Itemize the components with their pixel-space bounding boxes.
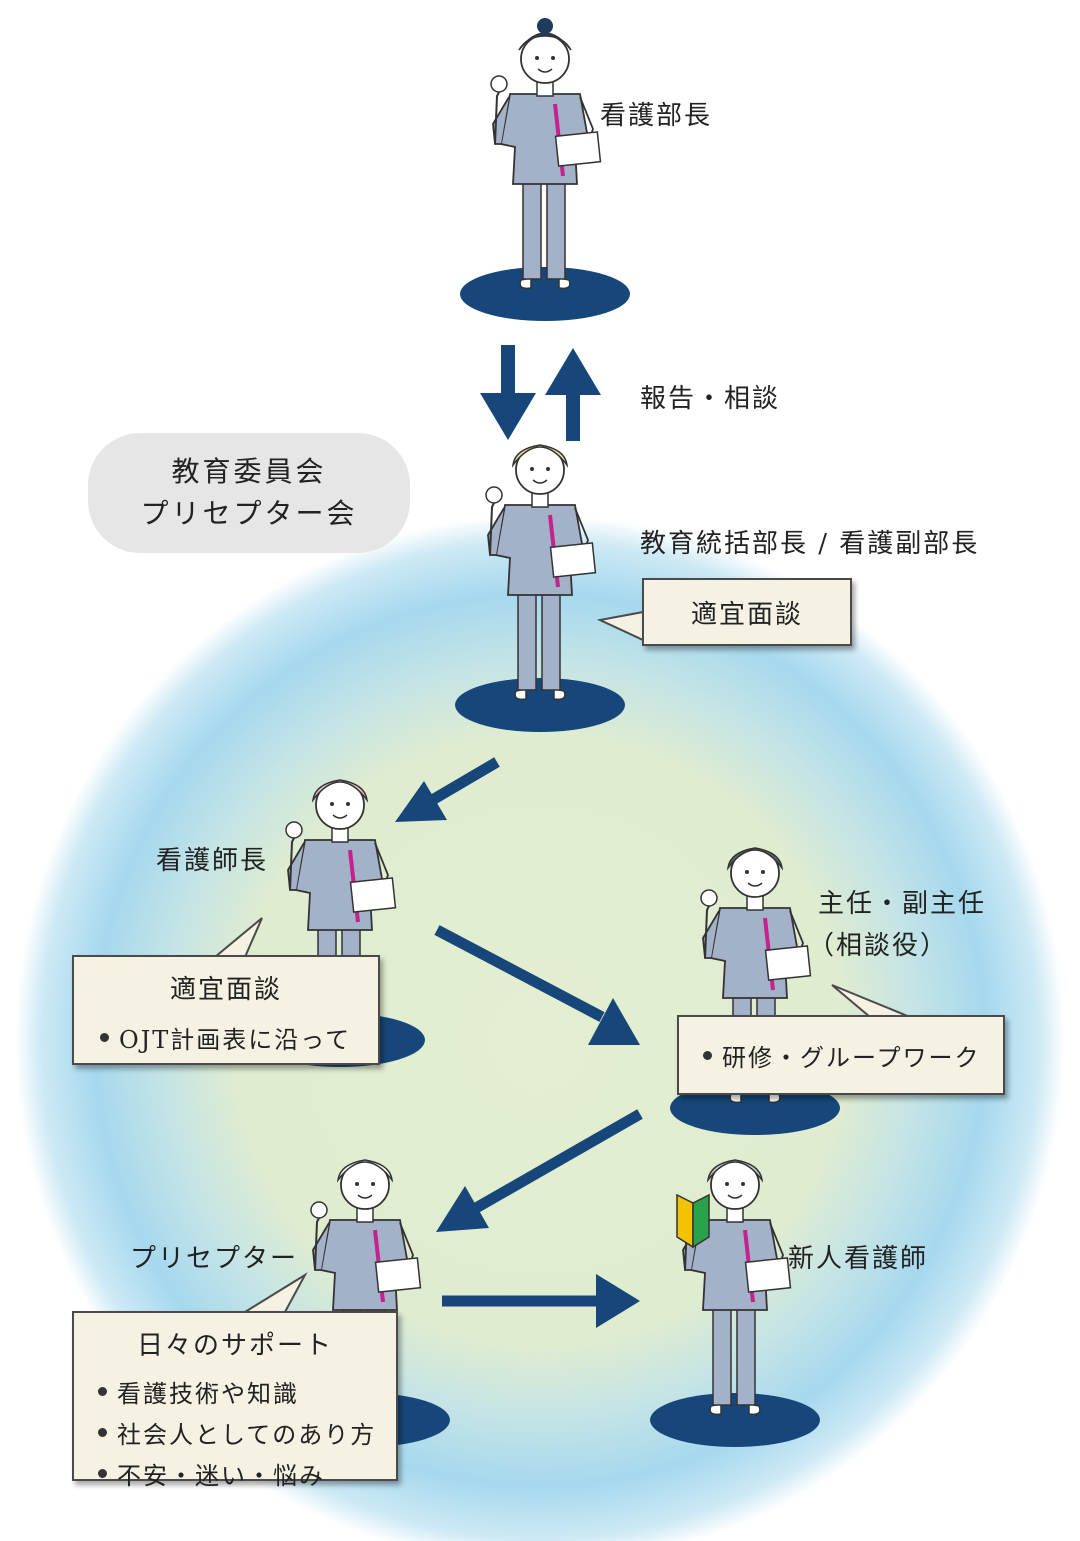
figure-head-nurse (253, 779, 427, 1069)
committee-badge: 教育委員会 プリセプター会 (88, 433, 410, 553)
committee-line1: 教育委員会 (171, 455, 327, 488)
arrow-to-new-nurse (442, 1274, 640, 1328)
role-label-chief-note: （相談役） (808, 931, 949, 961)
role-label-director: 看護部長 (600, 101, 713, 131)
beginner-mark-icon (676, 1193, 710, 1249)
figure-education-head (453, 444, 627, 734)
role-label-chief: 主任・副主任 (818, 889, 987, 919)
role-label-preceptor: プリセプター (130, 1244, 299, 1274)
arrow-to-head-nurse (395, 757, 500, 822)
callout-head-nurse-item: OJT計画表に沿って (100, 1020, 378, 1055)
role-label-education-head: 教育統括部長 / 看護副部長 (640, 529, 980, 559)
down-arrow (480, 345, 536, 440)
figure-director (458, 18, 632, 323)
callout-head-nurse-title: 適宜面談 (169, 975, 282, 1005)
figure-new-nurse (648, 1159, 822, 1449)
callout-chief-item: 研修・グループワーク (703, 1038, 981, 1073)
callout-head-nurse: 適宜面談 OJT計画表に沿って (72, 955, 380, 1065)
callout-preceptor-item: 看護技術や知識 (98, 1374, 396, 1409)
arrow-to-preceptor (436, 1109, 643, 1232)
up-arrow (545, 348, 601, 441)
report-consult-label: 報告・相談 (640, 384, 781, 414)
role-label-new-nurse: 新人看護師 (788, 1244, 929, 1274)
callout-preceptor-item: 社会人としてのあり方 (98, 1415, 396, 1450)
callout-chief: 研修・グループワーク (677, 1015, 1005, 1095)
callout-preceptor: 日々のサポート 看護技術や知識 社会人としてのあり方 不安・迷い・悩み (72, 1311, 398, 1490)
arrow-to-chief (434, 925, 640, 1045)
background-glow (15, 515, 1065, 1541)
callout-preceptor-title: 日々のサポート (136, 1331, 333, 1361)
callout-education-head: 適宜面談 (642, 578, 852, 646)
role-label-head-nurse: 看護師長 (156, 846, 269, 876)
figure-preceptor (278, 1159, 452, 1449)
figure-chief (668, 847, 842, 1137)
callout-preceptor-item: 不安・迷い・悩み (98, 1456, 396, 1491)
committee-line2: プリセプター会 (140, 497, 358, 530)
callout-education-head-title: 適宜面談 (690, 599, 803, 630)
